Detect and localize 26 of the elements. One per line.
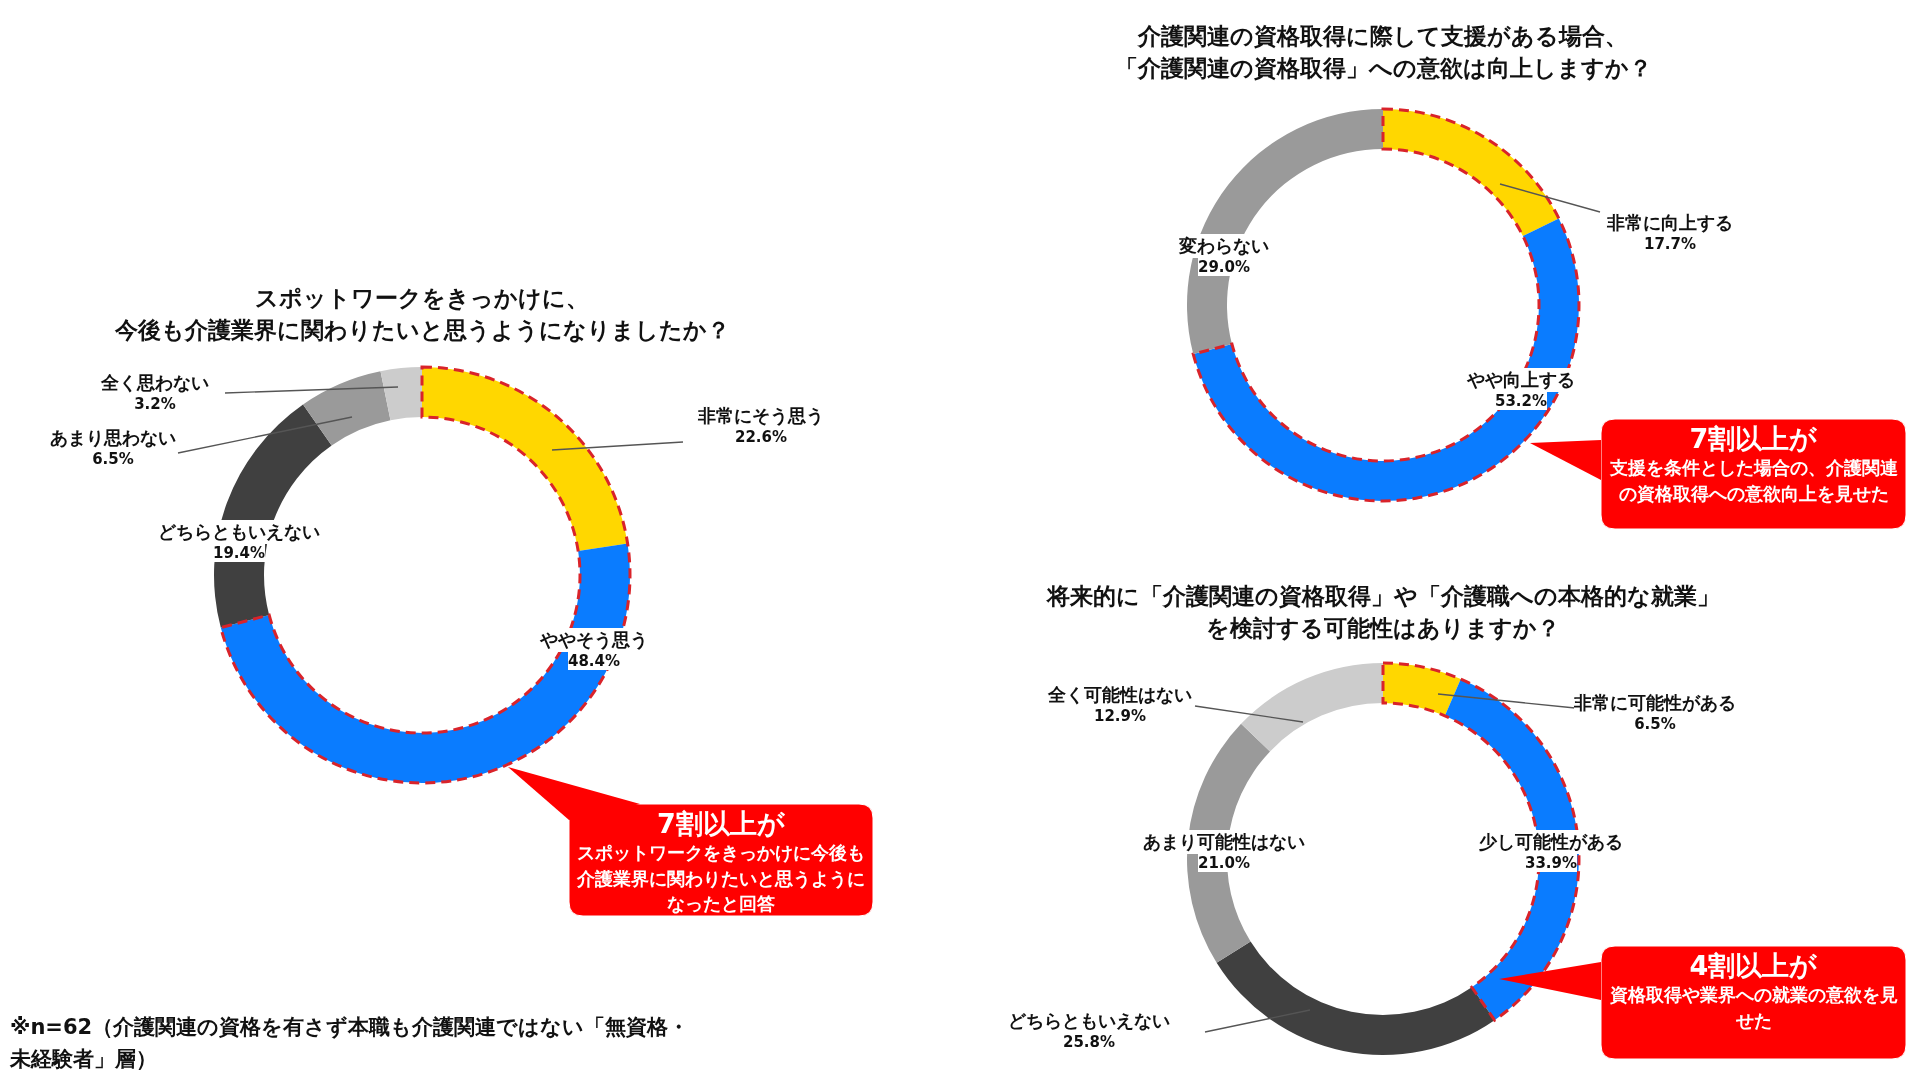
- value-label: 53.2%: [1494, 392, 1547, 410]
- callout-text: スポットワークをきっかけに今後も介護業界に関わりたいと思うようになったと回答: [577, 841, 865, 916]
- value-label: 19.4%: [212, 544, 265, 562]
- callout-heading: 7割以上が: [1688, 423, 1819, 456]
- category-label: 変わらない: [1179, 234, 1269, 258]
- category-label: やや向上する: [1467, 368, 1575, 392]
- chart-title: 将来的に「介護関連の資格取得」や「介護職への本格的な就業」を検討する可能性はありますか？: [1045, 582, 1721, 644]
- category-label: あまり可能性はない: [1143, 830, 1305, 854]
- category-label: 少し可能性がある: [1479, 830, 1623, 854]
- category-label: 非常に向上する: [1607, 211, 1733, 235]
- category-label: 非常に可能性がある: [1574, 691, 1736, 715]
- chart-title: 介護関連の資格取得に際して支援がある場合、「介護関連の資格取得」への意欲は向上しますか？: [1113, 22, 1653, 84]
- category-label: 全く思わない: [101, 371, 209, 395]
- category-label: あまり思わない: [50, 426, 176, 450]
- callout-heading: 4割以上が: [1688, 950, 1819, 983]
- value-label: 29.0%: [1197, 258, 1250, 276]
- value-label: 48.4%: [567, 652, 620, 670]
- value-label: 21.0%: [1197, 854, 1250, 872]
- callout-heading: 7割以上が: [656, 808, 786, 841]
- category-label: 全く可能性はない: [1048, 683, 1192, 707]
- callout-text: 支援を条件とした場合の、介護関連の資格取得への意欲向上を見せた: [1609, 456, 1898, 506]
- callout-text: 資格取得や業界への就業の意欲を見せた: [1609, 983, 1898, 1033]
- footnote: ※n=62（介護関連の資格を有さず本職も介護関連ではない「無資格・未経験者」層）: [10, 1014, 691, 1073]
- chart-title: スポットワークをきっかけに、今後も介護業界に関わりたいと思うようになりましたか？: [113, 284, 731, 346]
- value-label: 33.9%: [1524, 854, 1577, 872]
- category-label: どちらともいえない: [158, 520, 320, 544]
